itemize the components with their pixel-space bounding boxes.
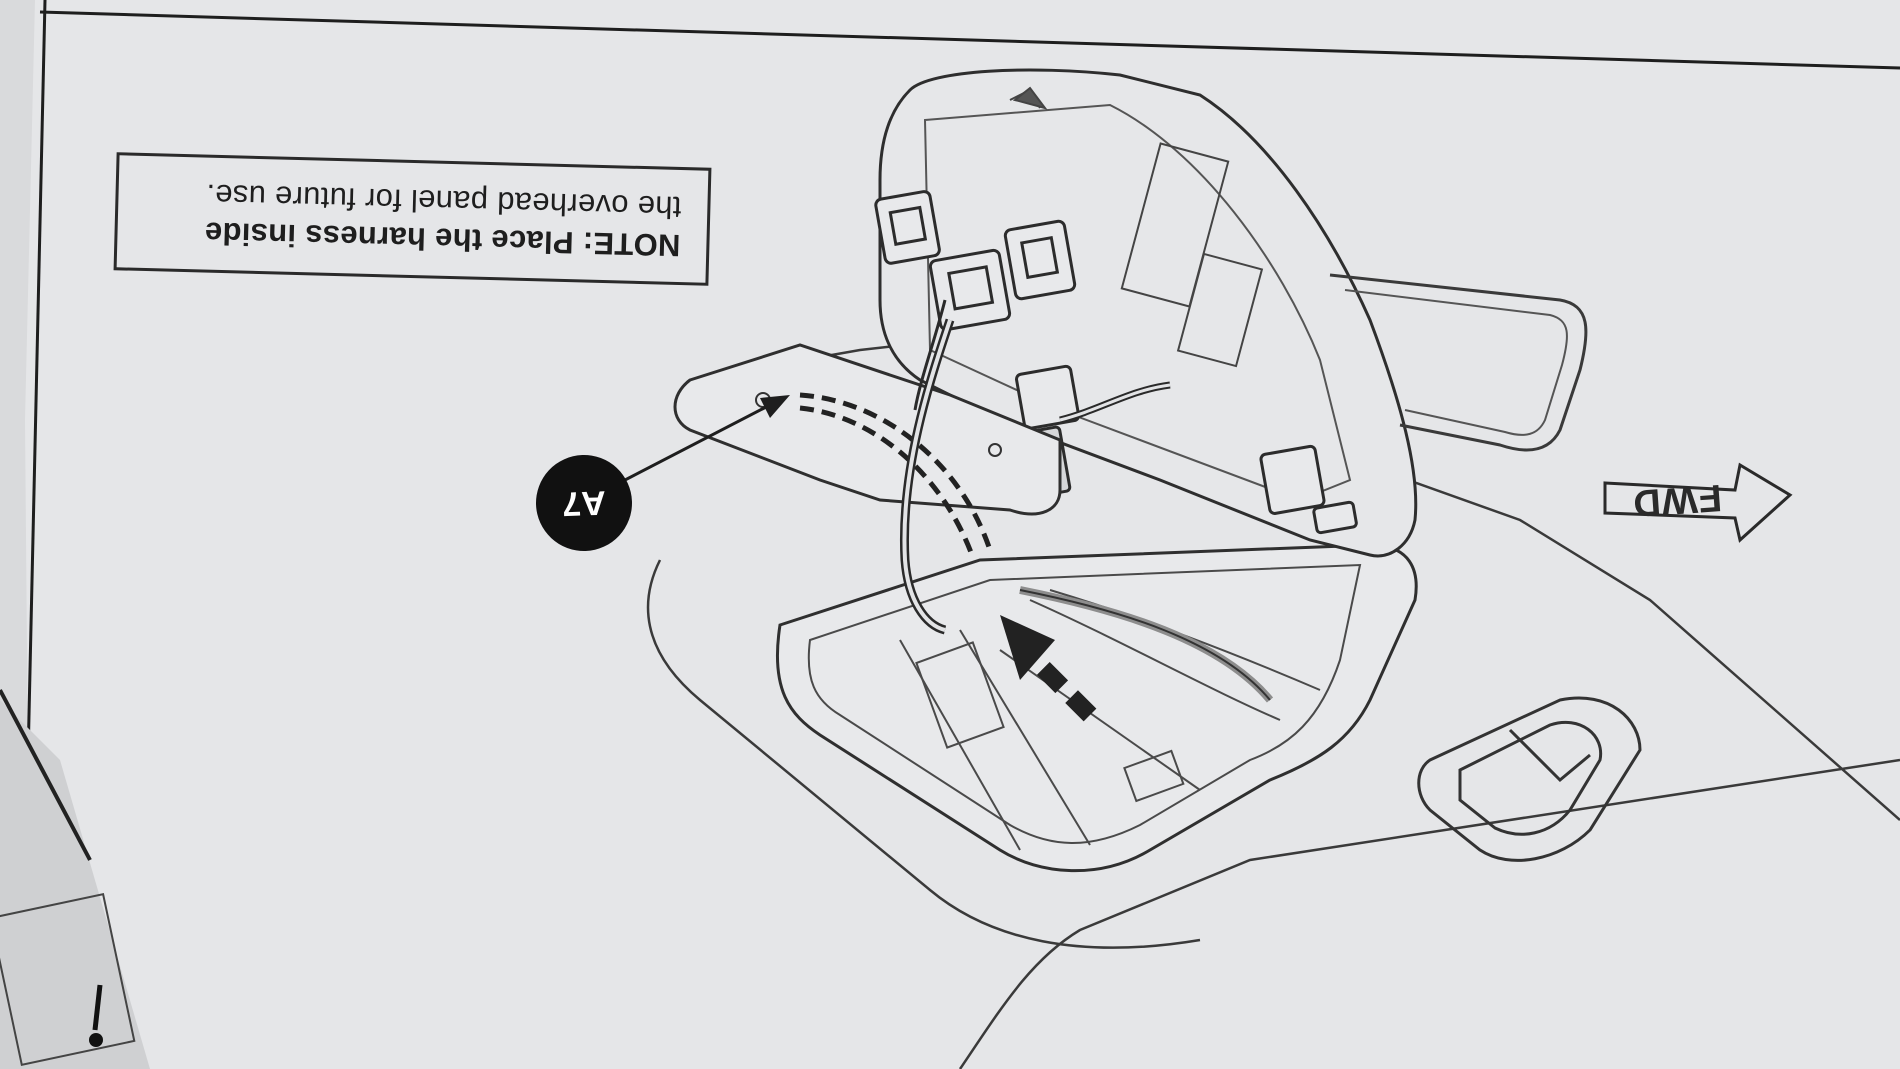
mirror-housing: [1329, 273, 1588, 452]
callout-leader-arrowhead: [760, 395, 790, 418]
overhead-panel-inner: [923, 103, 1352, 502]
panel-hole-2: [988, 443, 1002, 457]
thumbnail-arrow: [92, 984, 103, 1031]
harness-wire-core: [902, 319, 952, 632]
console-opening-inner: [807, 563, 1362, 844]
callout-label: A7: [561, 483, 607, 524]
harness-wire-branch-core: [1059, 383, 1171, 422]
note-box: NOTE: Place the harness inside the overh…: [113, 152, 712, 286]
overhead-panel-details: [1009, 86, 1264, 368]
headliner-lower-curve: [646, 559, 1201, 949]
harness-wire-grey-outline: [1019, 589, 1271, 701]
underlying-page: [0, 700, 150, 1069]
overhead-panel: [878, 68, 1418, 558]
fwd-direction-label: FWD: [1630, 476, 1724, 525]
grab-handle: [1417, 696, 1642, 862]
thumbnail-dot: [89, 1033, 103, 1047]
harness-wire-bundle: [913, 299, 947, 411]
mirror-housing-inner: [1344, 289, 1568, 436]
paper-sheet: [25, 0, 1900, 1069]
underlying-page-edge: [0, 689, 92, 861]
callout-leader-line: [624, 403, 771, 482]
thumbnail-figure: [0, 892, 136, 1066]
dashed-route-line-2: [799, 405, 975, 556]
sheet-top-edge: [39, 10, 1900, 70]
routing-arrow: [1000, 615, 1097, 722]
sheet-left-edge: [26, 0, 47, 761]
dashed-route-line: [799, 392, 993, 551]
fwd-arrow-outline: [1603, 462, 1793, 543]
